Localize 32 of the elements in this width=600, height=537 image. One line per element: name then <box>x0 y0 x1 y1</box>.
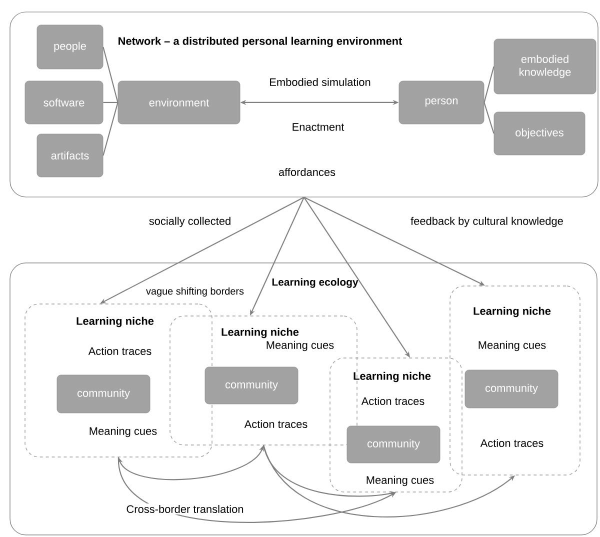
body-text: Meaning cues <box>478 340 546 352</box>
rounded-box: community <box>56 374 150 414</box>
heading: Learning ecology <box>272 278 358 288</box>
rounded-box: community <box>464 370 558 408</box>
heading: Learning niche <box>76 316 154 328</box>
body-text: Meaning cues <box>266 340 334 352</box>
rounded-box: objectives <box>494 112 586 156</box>
rounded-box: artifacts <box>36 134 104 178</box>
heading: Learning niche <box>474 306 551 318</box>
body-text: Meaning cues <box>90 426 157 438</box>
rounded-box: software <box>24 80 104 124</box>
body-text: affordances <box>278 168 336 176</box>
body-text: Action traces <box>480 438 544 447</box>
rounded-box: community <box>204 366 298 404</box>
edge-label: Cross-border translation <box>124 503 246 514</box>
rounded-box: people <box>36 24 104 70</box>
label: socially collected <box>149 216 230 228</box>
label: Enactment <box>292 123 344 131</box>
label: vague shifting borders <box>146 287 244 297</box>
heading: Network – a distributed personal learning environment <box>118 36 402 48</box>
rounded-box: embodied knowledge <box>494 38 596 94</box>
label: feedback by cultural knowledge <box>410 216 563 228</box>
heading: Learning niche <box>222 328 299 338</box>
body-text: Action traces <box>88 346 152 356</box>
body-text: Action traces <box>244 420 308 428</box>
rounded-box: environment <box>118 80 240 124</box>
rounded-box: community <box>346 426 440 464</box>
rounded-box: person <box>398 80 484 124</box>
heading: Learning niche <box>354 372 431 382</box>
body-text: Meaning cues <box>366 476 434 486</box>
edge-label: Embodied simulation <box>268 76 372 88</box>
body-text: Action traces <box>361 396 424 405</box>
